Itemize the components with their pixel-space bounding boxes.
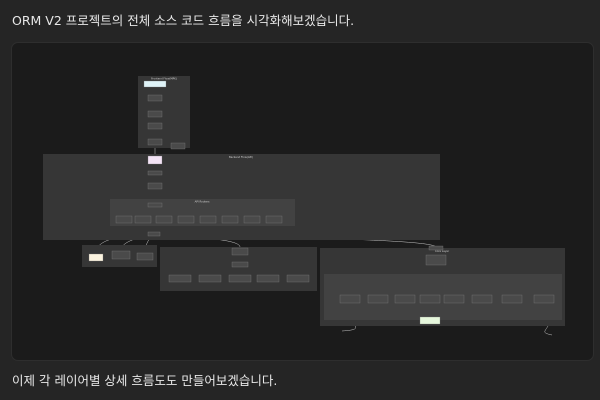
node-config [88,253,104,262]
node [136,252,154,261]
node-core [394,294,416,304]
node-service [286,274,310,283]
node [170,142,186,150]
node [111,250,131,260]
node-router [199,215,217,224]
node [147,138,163,146]
subgraph-backend [43,154,440,240]
subgraph-core-inner [324,274,562,320]
subgraph-title-frontend: Frontend Flow(MPK) [151,77,177,81]
node-core [501,294,523,304]
node-core [367,294,389,304]
node-data [147,155,163,165]
node-router [177,215,195,224]
node-core [339,294,361,304]
node-output [419,316,441,325]
node [147,202,163,208]
flow-diagram: Frontend Flow(MPK) Backend Flow(API) API… [43,76,565,336]
nodes [88,80,555,325]
subgraphs: Frontend Flow(MPK) Backend Flow(API) API… [43,76,565,326]
node [147,122,163,130]
node-core [471,294,493,304]
node-router [115,215,133,224]
node [147,170,163,176]
node-entry [143,80,167,88]
node-service [228,274,252,283]
subgraph-frontend [138,76,190,148]
node-router [155,215,173,224]
node [231,261,249,268]
node-router [243,215,261,224]
assistant-message-intro: ORM V2 프로젝트의 전체 소스 코드 흐름을 시각화해보겠습니다. [12,13,355,28]
subgraph-title-routers: API Routers [195,200,211,204]
node [428,245,444,251]
node [425,254,447,266]
assistant-message-followup: 이제 각 레이어별 상세 흐름도도 만들어보겠습니다. [12,373,278,388]
node-router [221,215,239,224]
node-service [256,274,280,283]
node [147,110,163,118]
node-service [198,274,222,283]
node-service [168,274,192,283]
diagram-panel: Frontend Flow(MPK) Backend Flow(API) API… [11,42,594,361]
node [147,94,163,102]
node [147,231,161,237]
subgraph-title-core: Core Layer [435,249,450,253]
node [231,247,249,256]
node-router [134,215,152,224]
node-router [265,215,283,224]
node [147,182,163,190]
node-core [419,294,441,304]
node-core [533,294,555,304]
node-core [443,294,465,304]
subgraph-title-backend: Backend Flow(API) [229,155,253,159]
